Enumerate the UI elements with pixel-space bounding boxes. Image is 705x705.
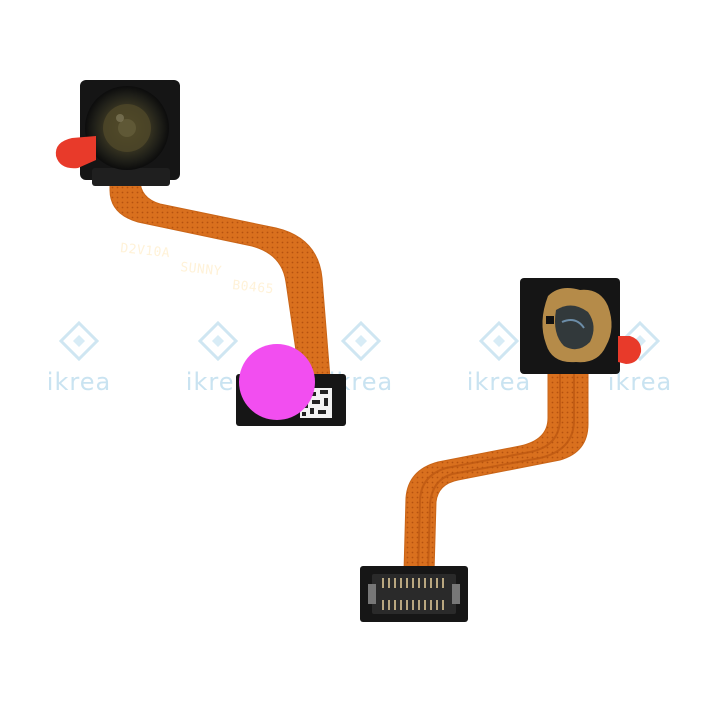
- watermark-diamond-icon: [478, 320, 520, 362]
- watermark-text: ikrea: [46, 368, 112, 396]
- red-protective-tab-left: [55, 136, 96, 169]
- watermark-diamond-icon: [58, 320, 100, 362]
- watermark-logo: ikrea: [4, 320, 154, 396]
- watermark-logo: ikrea: [424, 320, 574, 396]
- watermark-diamond-icon: [340, 320, 382, 362]
- silkscreen-line-1: D2V10A: [120, 241, 171, 261]
- silkscreen-line-3: B0465: [232, 278, 275, 297]
- watermark-diamond-icon: [197, 320, 239, 362]
- front-camera-module-left: D2V10A SUNNY B0465: [55, 80, 346, 426]
- flex-cable-left: [109, 167, 331, 379]
- magenta-sticker: [239, 344, 315, 420]
- watermark-text: ikrea: [466, 368, 532, 396]
- silkscreen-line-2: SUNNY: [180, 260, 223, 279]
- front-camera-module-right: [360, 278, 642, 622]
- connector-pins: [382, 578, 444, 610]
- red-protective-tab-right: [618, 336, 642, 364]
- watermark-logo: ikrea: [565, 320, 705, 396]
